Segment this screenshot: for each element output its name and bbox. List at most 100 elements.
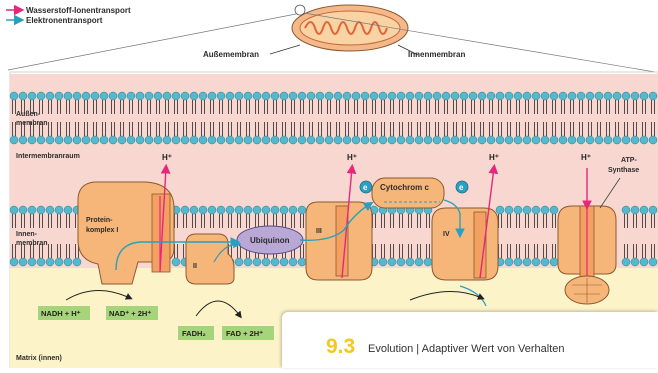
lipid-head [217, 136, 225, 144]
lipid-head [631, 92, 639, 100]
lipid-head [352, 136, 360, 144]
lipid-head [487, 136, 495, 144]
lipid-head [271, 206, 279, 214]
lipid-head [244, 92, 252, 100]
lipid-head [649, 206, 657, 214]
lipid-head [586, 136, 594, 144]
lipid-head [424, 136, 432, 144]
lipid-head [127, 92, 135, 100]
atp-synthase-label-line2: Synthase [608, 167, 639, 174]
intermembrane-space-label: Intermembranraum [16, 153, 80, 160]
lipid-head [136, 92, 144, 100]
lipid-head [496, 136, 504, 144]
inner-membrane-label-line2: membran [16, 240, 48, 247]
lipid-head [253, 92, 261, 100]
lipid-head [64, 206, 72, 214]
lipid-head [586, 92, 594, 100]
lipid-head [19, 92, 27, 100]
lipid-head [10, 206, 18, 214]
lipid-head [514, 258, 522, 266]
lipid-head [352, 92, 360, 100]
lipid-head [208, 136, 216, 144]
ubiquinon: Ubiquinon [237, 226, 303, 254]
lipid-head [433, 92, 441, 100]
lipid-head [406, 92, 414, 100]
lipid-head [379, 92, 387, 100]
lipid-head [325, 92, 333, 100]
lipid-head [361, 136, 369, 144]
lipid-head [244, 258, 252, 266]
lipid-head [523, 206, 531, 214]
lipid-head [505, 258, 513, 266]
lipid-head [388, 258, 396, 266]
lipid-head [217, 92, 225, 100]
lipid-head [469, 92, 477, 100]
lipid-head [55, 206, 63, 214]
lipid-head [406, 136, 414, 144]
chapter-number: 9.3 [326, 335, 355, 359]
legend-item-proton: Wasserstoff-Ionentransport [6, 6, 131, 15]
complex1-label-line2: komplex I [86, 227, 118, 234]
lipid-head [217, 206, 225, 214]
lipid-head [604, 92, 612, 100]
lipid-head [478, 136, 486, 144]
lipid-head [199, 136, 207, 144]
lipid-head [523, 258, 531, 266]
lipid-head [640, 136, 648, 144]
lipid-head [181, 136, 189, 144]
lipid-head [532, 136, 540, 144]
lipid-head [388, 92, 396, 100]
lipid-head [505, 92, 513, 100]
lipid-head [46, 92, 54, 100]
lipid-head [532, 258, 540, 266]
lipid-head [613, 92, 621, 100]
lipid-head [622, 136, 630, 144]
lipid-head [19, 206, 27, 214]
lipid-head [262, 136, 270, 144]
lipid-head [298, 258, 306, 266]
lipid-head [28, 206, 36, 214]
lipid-head [55, 136, 63, 144]
lipid-head [550, 92, 558, 100]
lipid-head [397, 258, 405, 266]
lipid-head [460, 136, 468, 144]
lipid-head [235, 92, 243, 100]
lipid-head [631, 258, 639, 266]
lipid-head [469, 136, 477, 144]
lipid-head [289, 258, 297, 266]
lipid-head [118, 136, 126, 144]
atp-synthase-label-line1: ATP- [621, 157, 637, 164]
lipid-head [568, 92, 576, 100]
lipid-head [640, 92, 648, 100]
lipid-head [55, 258, 63, 266]
lipid-head [307, 136, 315, 144]
lipid-head [181, 206, 189, 214]
lipid-head [523, 136, 531, 144]
legend-proton-label: Wasserstoff-Ionentransport [26, 6, 131, 15]
lipid-head [649, 92, 657, 100]
lipid-head [145, 92, 153, 100]
lipid-head [145, 136, 153, 144]
lipid-head [46, 206, 54, 214]
lipid-head [613, 136, 621, 144]
lipid-head [37, 258, 45, 266]
lipid-head [316, 136, 324, 144]
chapter-footer-card: 9.3 Evolution | Adaptiver Wert von Verha… [282, 312, 658, 368]
lipid-head [172, 136, 180, 144]
chapter-title: Evolution | Adaptiver Wert von Verhalten [368, 343, 565, 355]
lipid-head [127, 136, 135, 144]
lipid-head [109, 136, 117, 144]
lipid-head [622, 206, 630, 214]
lipid-head [361, 92, 369, 100]
lipid-head [442, 136, 450, 144]
fadh2-label: FADH₂ [182, 329, 206, 338]
lipid-head [235, 258, 243, 266]
lipid-head [289, 92, 297, 100]
lipid-head [163, 92, 171, 100]
lipid-head [244, 136, 252, 144]
lipid-head [109, 92, 117, 100]
lipid-head [370, 136, 378, 144]
lipid-head [28, 136, 36, 144]
lipid-head [190, 92, 198, 100]
lipid-head [253, 136, 261, 144]
